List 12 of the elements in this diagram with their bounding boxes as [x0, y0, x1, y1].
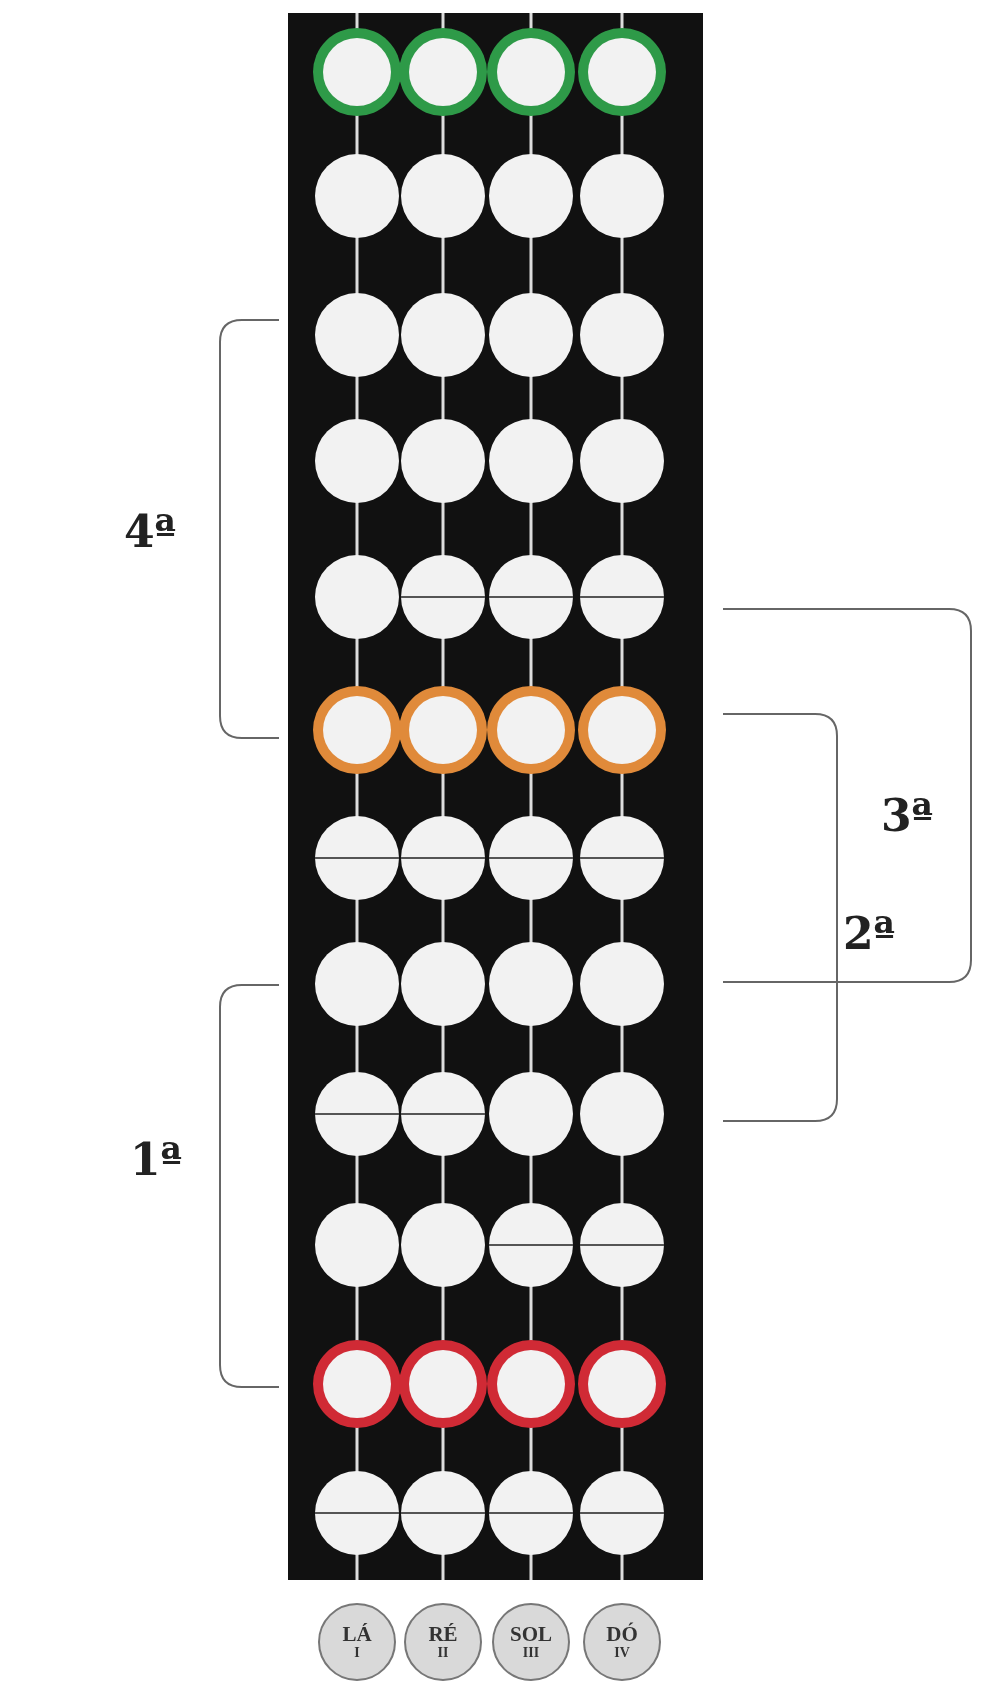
roman-numeral: IV [614, 1645, 630, 1661]
interval-label: 3ª [881, 789, 933, 841]
string-name: SOL [510, 1623, 552, 1645]
string-name: DÓ [606, 1623, 638, 1645]
string-name: LÁ [342, 1623, 372, 1645]
roman-numeral: III [522, 1645, 540, 1661]
roman-numeral: II [437, 1645, 449, 1661]
roman-numeral: I [354, 1645, 360, 1661]
interval-label: 2ª [843, 907, 895, 959]
interval-label: 1ª [130, 1133, 182, 1185]
string-name: RÉ [428, 1623, 458, 1645]
interval-label: 4ª [124, 505, 176, 557]
